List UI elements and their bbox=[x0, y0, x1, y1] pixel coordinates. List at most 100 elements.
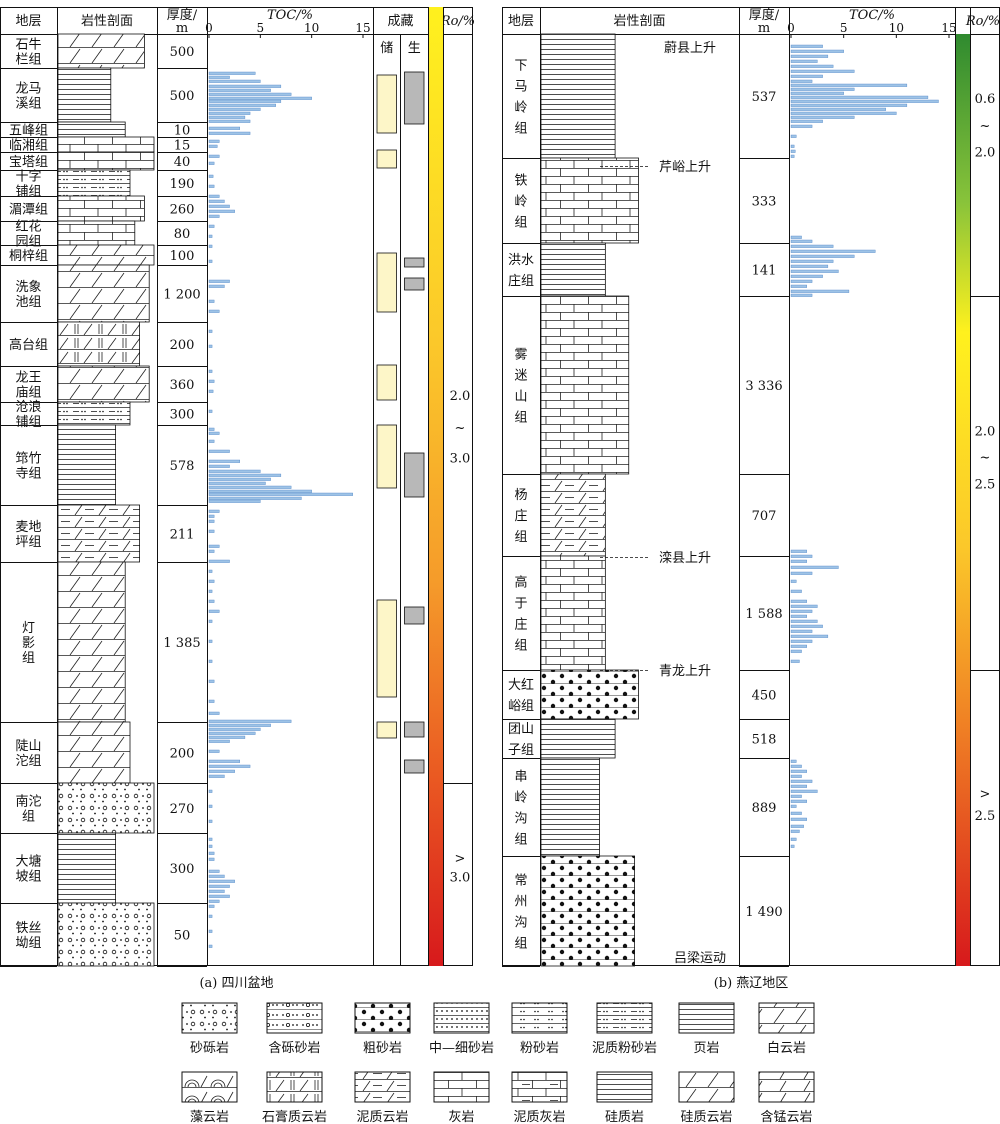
toc-bar bbox=[208, 764, 251, 768]
header-strata: 地层 bbox=[15, 14, 41, 29]
formation-name: 组 bbox=[514, 937, 527, 952]
toc-bar bbox=[208, 492, 353, 496]
toc-bar bbox=[790, 799, 808, 803]
legend-swatch bbox=[354, 1002, 411, 1034]
tectonic-event: 滦县上升 bbox=[659, 550, 711, 566]
toc-bar bbox=[790, 811, 802, 815]
toc-bar bbox=[208, 389, 214, 393]
toc-bar bbox=[208, 174, 214, 178]
toc-bar bbox=[208, 299, 215, 303]
panel-b-caption: (b) 燕辽地区 bbox=[714, 976, 789, 991]
formation-thickness: 270 bbox=[170, 802, 195, 817]
legend-swatch bbox=[758, 1071, 815, 1103]
toc-bar bbox=[790, 293, 813, 297]
toc-bar bbox=[208, 904, 215, 908]
toc-bar bbox=[790, 83, 908, 87]
legend-swatch bbox=[266, 1002, 323, 1034]
formation-name: 沟 bbox=[514, 812, 527, 827]
header-ro: Ro/% bbox=[440, 14, 475, 29]
formation-name: 组 bbox=[514, 639, 527, 654]
toc-bar bbox=[208, 481, 266, 485]
toc-bar bbox=[790, 549, 808, 553]
toc-bar bbox=[790, 274, 823, 278]
formation-name: 沧浪 bbox=[15, 399, 41, 415]
legend-label: 中—细砂岩 bbox=[429, 1041, 494, 1056]
toc-bar bbox=[208, 111, 251, 115]
formation-thickness: 15 bbox=[174, 139, 191, 154]
formation-name: 陡山 bbox=[15, 739, 41, 754]
lithology-column bbox=[57, 195, 145, 222]
lithology-column bbox=[57, 504, 140, 563]
toc-bar bbox=[790, 589, 802, 593]
formation-thickness: 450 bbox=[752, 689, 777, 704]
reservoir-interval bbox=[376, 364, 397, 401]
formation-name: 大红 bbox=[508, 677, 534, 693]
toc-bar bbox=[790, 115, 855, 119]
formation-thickness: 333 bbox=[752, 195, 777, 210]
formation-thickness: 500 bbox=[170, 89, 195, 104]
toc-bar bbox=[208, 874, 225, 878]
toc-bar bbox=[208, 619, 213, 623]
ro-label: 0.6 bbox=[975, 92, 996, 107]
tectonic-event: 蔚县上升 bbox=[664, 41, 716, 56]
formation-name: 组 bbox=[514, 833, 527, 848]
formation-name: 园组 bbox=[15, 235, 41, 250]
formation-thickness: 100 bbox=[170, 249, 195, 264]
legend-swatch bbox=[433, 1002, 490, 1034]
toc-bar bbox=[208, 559, 230, 563]
toc-bar bbox=[208, 469, 261, 473]
formation-name: 铁丝 bbox=[15, 921, 41, 936]
source-interval bbox=[404, 606, 425, 625]
lithology-column bbox=[540, 473, 606, 557]
toc-bar bbox=[790, 254, 855, 258]
lithology-column bbox=[57, 365, 150, 403]
toc-bar bbox=[208, 284, 225, 288]
formation-thickness: 1 200 bbox=[163, 288, 200, 303]
formation-thickness: 1 588 bbox=[745, 607, 782, 622]
toc-bar bbox=[208, 199, 225, 203]
ro-label: 2.0 bbox=[975, 425, 996, 440]
legend-label: 泥质云岩 bbox=[356, 1110, 408, 1124]
toc-bar bbox=[790, 559, 808, 563]
toc-bar bbox=[790, 99, 939, 103]
toc-bar bbox=[790, 124, 813, 128]
toc-tick-label: 10 bbox=[304, 21, 319, 35]
toc-bar bbox=[790, 619, 818, 623]
formation-thickness: 889 bbox=[752, 801, 777, 816]
toc-bar bbox=[208, 279, 230, 283]
toc-bar bbox=[790, 764, 802, 768]
toc-bar bbox=[208, 409, 213, 413]
legend-label: 粗砂岩 bbox=[363, 1041, 402, 1056]
lithology-column bbox=[57, 136, 155, 153]
toc-bar bbox=[790, 604, 818, 608]
toc-bar bbox=[208, 804, 213, 808]
formation-thickness: 300 bbox=[170, 862, 195, 877]
lithology-column bbox=[540, 555, 606, 671]
toc-bar bbox=[208, 131, 251, 135]
toc-bar bbox=[790, 134, 797, 138]
reservoir-interval bbox=[376, 599, 397, 698]
toc-bar bbox=[208, 459, 240, 463]
toc-bar bbox=[790, 154, 795, 158]
toc-bar bbox=[790, 659, 800, 663]
toc-bar bbox=[790, 249, 876, 253]
toc-bar bbox=[208, 439, 215, 443]
toc-bar bbox=[790, 579, 797, 583]
toc-bar bbox=[790, 817, 808, 821]
toc-bar bbox=[208, 84, 282, 88]
toc-bar bbox=[208, 92, 292, 96]
formation-name: 岭 bbox=[514, 101, 527, 116]
toc-bar bbox=[208, 519, 215, 523]
formation-name: 常 bbox=[514, 874, 527, 889]
reservoir-interval bbox=[376, 252, 397, 313]
source-interval bbox=[404, 759, 425, 774]
toc-bar bbox=[208, 819, 213, 823]
toc-bar bbox=[790, 79, 813, 83]
formation-name: 组 bbox=[514, 411, 527, 426]
formation-name: 池组 bbox=[15, 295, 41, 310]
legend-label: 含砾砂岩 bbox=[268, 1040, 320, 1056]
formation-name: 迷 bbox=[514, 369, 527, 384]
tectonic-event: 芹峪上升 bbox=[659, 160, 711, 175]
toc-bar bbox=[790, 639, 813, 643]
formation-name: 龙王 bbox=[15, 371, 41, 386]
